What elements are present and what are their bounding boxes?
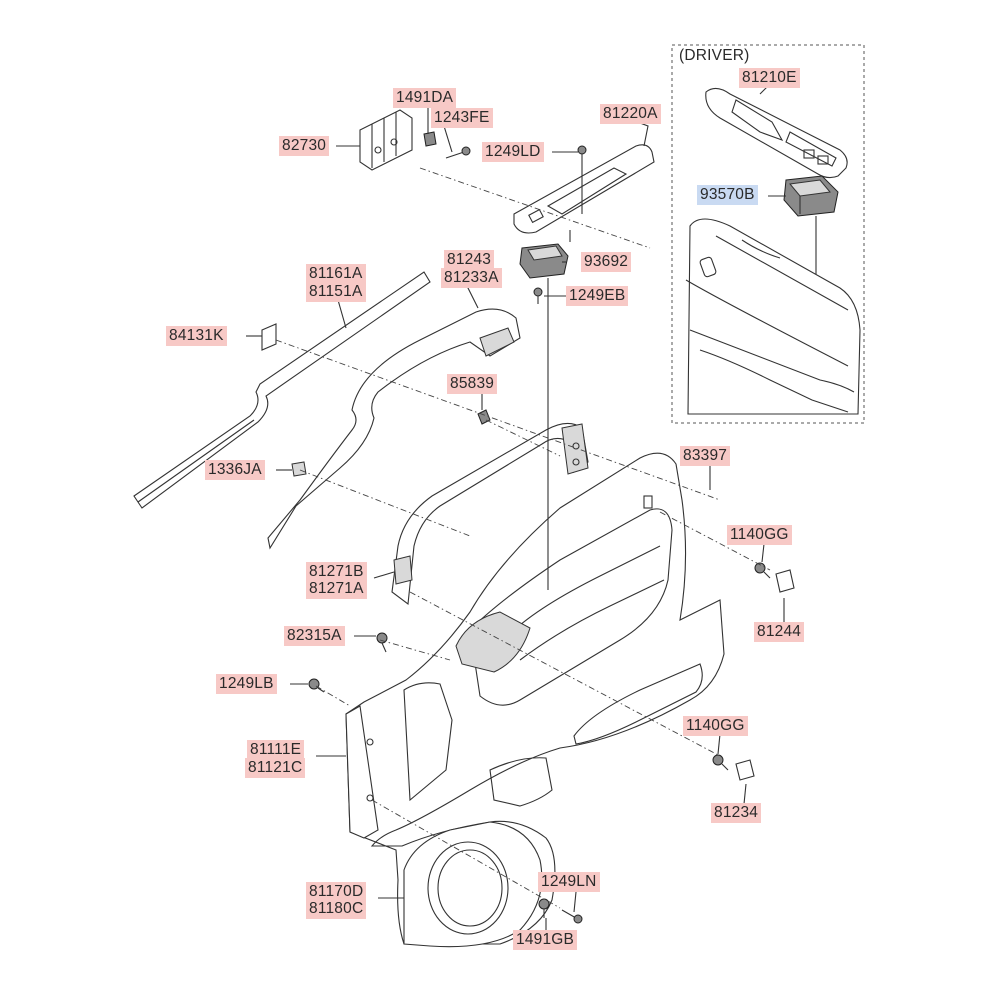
label-1491GB[interactable]: 1491GB [513,930,578,950]
assembly-dash-lines [275,167,771,909]
label-81151A[interactable]: 81151A [306,282,366,302]
window-switch-93692-part [519,243,569,279]
label-81210E[interactable]: 81210E [739,68,800,88]
label-81220A[interactable]: 81220A [600,104,661,124]
cap-81244-part [775,569,795,593]
label-81234[interactable]: 81234 [711,803,762,823]
label-81170D[interactable]: 81170D [306,882,367,902]
label-1249LB[interactable]: 1249LB [216,674,277,694]
inset-door-panel-part [685,218,861,415]
label-1140GG-bot[interactable]: 1140GG [683,716,748,736]
clip-1336JA-part [291,461,307,477]
screw-1249LN-part [561,909,583,924]
label-81271A[interactable]: 81271A [306,579,367,599]
pad-84131K-part [261,323,277,351]
label-83397[interactable]: 83397 [680,446,731,466]
inset-window-switch-part [783,175,839,217]
speaker-grille-part [403,821,543,948]
upper-trim-81233A-part [267,308,521,550]
label-93692[interactable]: 93692 [581,252,632,272]
driver-inset-frame [671,44,865,424]
weatherstrip-part [133,271,431,509]
label-81180C[interactable]: 81180C [306,899,367,919]
label-81244[interactable]: 81244 [754,622,805,642]
label-82315A[interactable]: 82315A [284,626,345,646]
clip-82315A-part [376,632,388,653]
label-1249EB[interactable]: 1249EB [566,286,629,306]
label-1140GG-top[interactable]: 1140GG [727,525,792,545]
screw-1249LD-part [577,145,587,166]
label-1243FE[interactable]: 1243FE [431,108,493,128]
label-81161A[interactable]: 81161A [306,264,366,284]
screw-1140GG-top-part [754,562,771,579]
screw-1249LB-part [308,678,325,693]
label-82730[interactable]: 82730 [279,136,330,156]
label-81271B[interactable]: 81271B [306,562,367,582]
main-door-trim-panel-part [345,452,725,945]
cap-81234-part [735,759,755,781]
label-81233A[interactable]: 81233A [441,268,502,288]
clip-1491DA-part [423,131,437,147]
label-1336JA[interactable]: 1336JA [205,460,265,480]
screw-1140GG-bot-part [712,754,729,771]
clip-1491GB-part [538,898,550,918]
label-1491DA[interactable]: 1491DA [393,88,457,108]
label-85839[interactable]: 85839 [447,374,498,394]
hinge-bracket-part [359,109,413,171]
label-leaders [246,83,786,930]
screw-1249EB-part [533,287,543,304]
label-84131K[interactable]: 84131K [166,326,227,346]
nut-85839-part [477,409,491,425]
window-frame-trim-part [391,422,589,606]
label-1249LD[interactable]: 1249LD [482,142,544,162]
label-81243[interactable]: 81243 [444,250,495,270]
label-93570B[interactable]: 93570B [697,185,758,205]
label-81111E[interactable]: 81111E [247,740,305,760]
armrest-bezel-part [513,144,655,242]
label-1249LN[interactable]: 1249LN [538,872,600,892]
label-81121C[interactable]: 81121C [245,758,306,778]
driver-inset-title: (DRIVER) [679,47,750,64]
inset-switch-bezel-part [705,87,848,179]
screw-1243FE-part [445,146,471,159]
